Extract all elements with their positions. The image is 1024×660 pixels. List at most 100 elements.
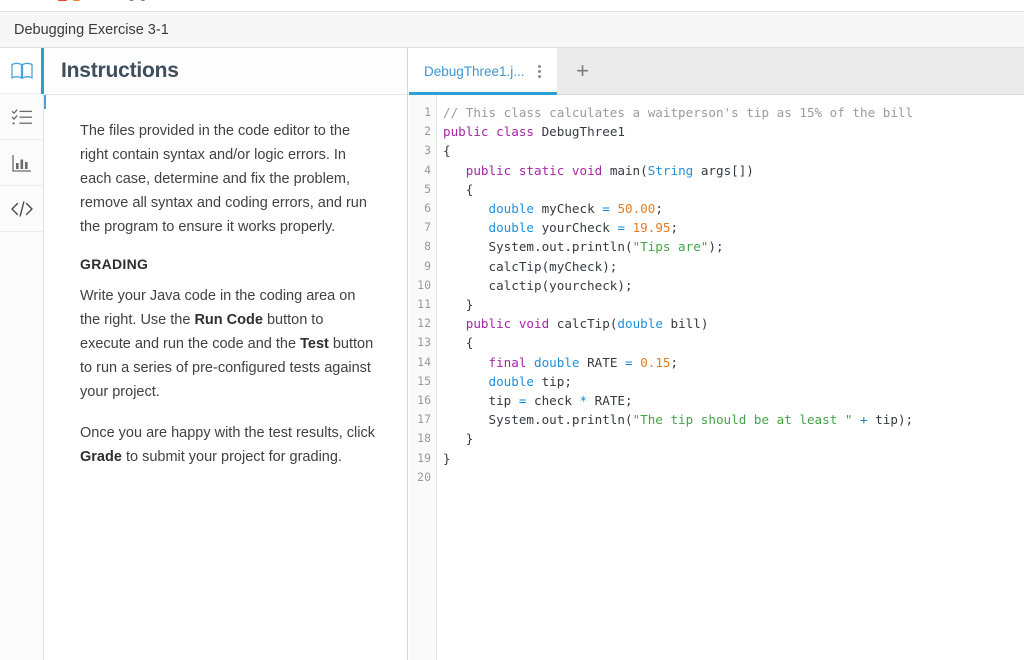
code-line: System.out.println("The tip should be at… <box>443 410 1024 429</box>
code-line: calctip(yourcheck); <box>443 276 1024 295</box>
code-token: RATE <box>579 354 625 370</box>
checklist-icon <box>11 108 33 126</box>
code-token: double <box>488 220 535 236</box>
code-token <box>443 374 489 389</box>
code-token: ; <box>670 220 679 236</box>
line-number: 15 <box>417 373 431 388</box>
code-token: "Tips are" <box>632 239 709 255</box>
code-token: public void <box>465 316 557 332</box>
panel-scroll-indicator[interactable] <box>44 95 46 109</box>
code-token: calctip(yourcheck); <box>443 277 633 293</box>
line-number: 1 <box>424 105 431 119</box>
grading-p2-part-c: to submit your project for grading. <box>121 449 342 465</box>
sidebar-item-instructions[interactable] <box>0 48 44 94</box>
new-tab-button[interactable]: + <box>557 48 609 94</box>
line-number: 11 <box>417 297 431 312</box>
code-token: { <box>443 335 474 351</box>
tab-label: DebugThree1.j... <box>424 63 525 79</box>
code-token: check <box>526 393 580 409</box>
code-token: System.out.println( <box>443 239 633 255</box>
code-token: calcTip(myCheck); <box>443 258 618 274</box>
instructions-paragraph-1: The files provided in the code editor to… <box>80 123 367 235</box>
editor-tab-bar: DebugThree1.j... + <box>409 48 1024 95</box>
brand-logo: from Cengage <box>58 0 152 2</box>
code-line: { <box>443 333 1024 352</box>
run-code-label: Run Code <box>194 312 263 328</box>
bar-chart-icon <box>11 154 33 172</box>
line-number: 16 <box>417 393 431 408</box>
code-token: System.out.println( <box>443 412 633 428</box>
exercise-title-bar: Debugging Exercise 3-1 <box>0 11 1024 48</box>
code-token: DebugThree1 <box>541 124 625 140</box>
code-token: String <box>647 162 694 178</box>
grading-p1-part-a: Write your Java code in the coding area … <box>80 288 356 328</box>
code-line: double myCheck = 50.00; <box>443 199 1024 218</box>
sidebar-item-results[interactable] <box>0 140 43 186</box>
code-token <box>443 316 466 331</box>
line-number: 5 <box>424 181 431 196</box>
line-number: 19 <box>417 450 431 465</box>
code-line: double tip; <box>443 372 1024 391</box>
code-token <box>443 201 489 216</box>
code-brackets-icon <box>10 200 34 218</box>
code-token: = <box>518 393 527 409</box>
code-token: yourCheck <box>534 220 618 236</box>
code-token: + <box>860 412 868 428</box>
line-number: 8 <box>424 239 431 254</box>
code-token: tip; <box>534 373 572 389</box>
icon-rail <box>0 48 44 660</box>
sidebar-item-code[interactable] <box>0 186 43 232</box>
code-line: calcTip(myCheck); <box>443 257 1024 276</box>
code-token: "The tip should be at least " <box>632 412 853 428</box>
tab-debugthree1[interactable]: DebugThree1.j... <box>409 48 557 95</box>
code-token <box>852 412 860 427</box>
code-token: myCheck <box>534 201 603 217</box>
test-label: Test <box>300 336 329 352</box>
code-token: 19.95 <box>632 220 671 236</box>
code-token: ); <box>708 239 724 255</box>
code-token: tip <box>443 393 519 409</box>
code-token <box>443 355 489 370</box>
brand-label: from Cengage <box>86 0 152 2</box>
code-line: } <box>443 449 1024 468</box>
book-icon <box>10 62 33 80</box>
instructions-heading: Instructions <box>61 59 179 82</box>
code-line: } <box>443 295 1024 314</box>
code-token: ; <box>655 201 663 217</box>
code-token <box>625 220 633 235</box>
code-token: args[]) <box>693 162 754 178</box>
code-line: { <box>443 141 1024 160</box>
grading-paragraph-2: Once you are happy with the test results… <box>80 421 377 469</box>
code-token: } <box>443 431 474 447</box>
code-token <box>443 220 489 235</box>
kebab-menu-icon[interactable] <box>535 63 544 80</box>
code-token: double <box>617 316 663 332</box>
code-line: public class DebugThree1 <box>443 122 1024 141</box>
code-line: { <box>443 180 1024 199</box>
code-line: // This class calculates a waitperson's … <box>443 103 1024 122</box>
code-token: main( <box>609 162 648 178</box>
grading-heading: GRADING <box>80 256 149 272</box>
code-token: } <box>443 450 451 466</box>
line-number: 20 <box>417 469 431 484</box>
line-number: 2 <box>424 124 431 139</box>
code-token <box>443 163 466 178</box>
code-token: double <box>488 373 535 389</box>
code-line: System.out.println("Tips are"); <box>443 237 1024 256</box>
brand-mark-red-icon <box>58 0 67 1</box>
code-token: 50.00 <box>617 201 656 217</box>
sidebar-item-tasks[interactable] <box>0 94 43 140</box>
line-number: 12 <box>417 316 431 331</box>
code-token: 0.15 <box>640 354 671 370</box>
code-token: tip); <box>867 412 914 428</box>
code-token: = <box>617 220 625 236</box>
page-title: Debugging Exercise 3-1 <box>14 21 169 38</box>
instructions-body: The files provided in the code editor to… <box>44 95 407 660</box>
grading-paragraph-1: Write your Java code in the coding area … <box>80 284 377 404</box>
code-token: } <box>443 297 474 313</box>
code-line: public void calcTip(double bill) <box>443 314 1024 333</box>
code-token: // This class calculates a waitperson's … <box>443 105 914 120</box>
code-content[interactable]: // This class calculates a waitperson's … <box>437 95 1024 660</box>
code-line: double yourCheck = 19.95; <box>443 218 1024 237</box>
